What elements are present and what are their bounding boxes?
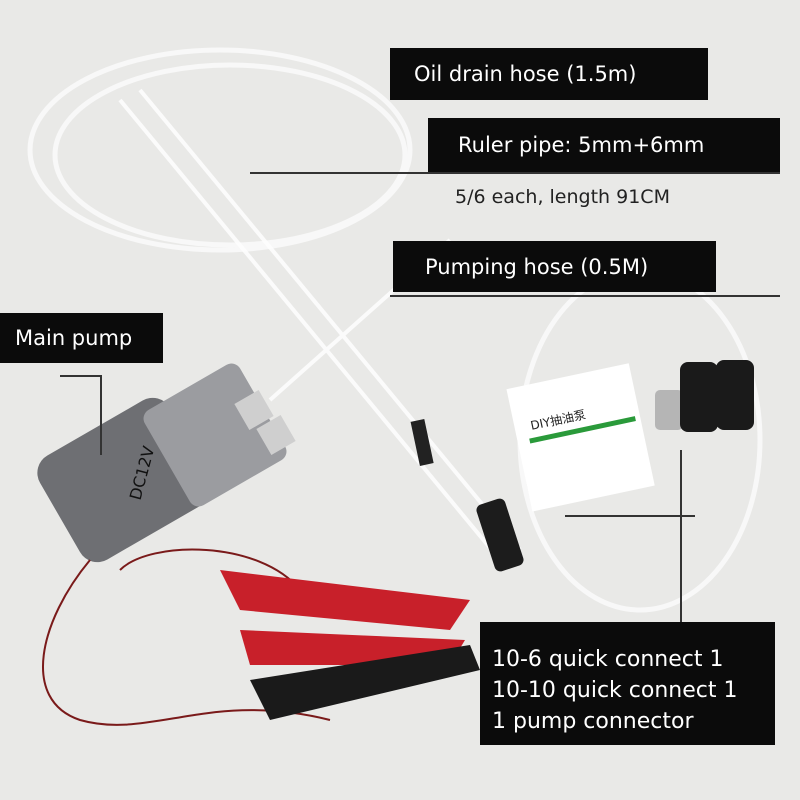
main-pump-pointer-line-v bbox=[100, 375, 102, 455]
label-connectors: 10-6 quick connect 1 10-10 quick connect… bbox=[480, 622, 775, 745]
label-oil-drain-hose: Oil drain hose (1.5m) bbox=[390, 48, 708, 100]
connector-item: 10-6 quick connect 1 bbox=[492, 647, 724, 672]
main-pump-pointer-line-h bbox=[60, 375, 102, 377]
pump-connector bbox=[476, 498, 524, 572]
clip-wires bbox=[42, 548, 331, 726]
connectors-pointer-line-v bbox=[680, 450, 682, 622]
instruction-card: DIY抽油泵 bbox=[506, 363, 655, 512]
main-pump: DC12V bbox=[37, 363, 296, 563]
battery-clips bbox=[220, 570, 480, 720]
ruler-pipe-pointer-line bbox=[250, 172, 780, 174]
pumping-hose-pointer-line bbox=[390, 295, 780, 297]
connector-item: 10-10 quick connect 1 bbox=[492, 678, 738, 703]
hose-sleeve bbox=[410, 419, 434, 466]
label-pumping-hose: Pumping hose (0.5M) bbox=[393, 241, 716, 292]
quick-connectors bbox=[655, 360, 754, 432]
label-main-pump: Main pump bbox=[0, 313, 163, 363]
label-ruler-pipe: Ruler pipe: 5mm+6mm bbox=[428, 118, 780, 172]
ruler-pipe-detail: 5/6 each, length 91CM bbox=[455, 186, 670, 208]
connector-item: 1 pump connector bbox=[492, 709, 694, 734]
connectors-pointer-line-h bbox=[565, 515, 695, 517]
